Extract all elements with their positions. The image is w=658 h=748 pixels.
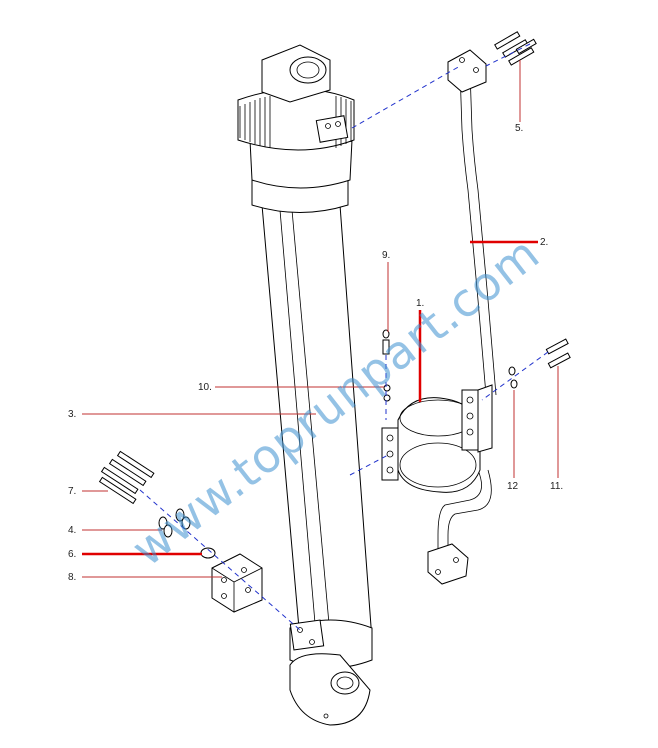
leader-lines	[82, 60, 559, 578]
callout-3: 3.	[68, 409, 76, 420]
bolts-part-7	[98, 450, 155, 505]
washers-part-4	[158, 508, 191, 538]
clamp	[381, 384, 493, 493]
callout-6: 6.	[68, 549, 76, 560]
callout-8: 8.	[68, 572, 76, 583]
assembly-centerlines	[139, 43, 549, 631]
callout-1: 1.	[416, 298, 424, 309]
callout-5: 5.	[515, 123, 523, 134]
callout-2: 2.	[540, 237, 548, 248]
callout-11: 11.	[550, 481, 563, 492]
callout-10: 10.	[198, 382, 212, 393]
callout-9: 9.	[382, 250, 390, 261]
callout-7: 7.	[68, 486, 76, 497]
pipe-assembly	[427, 49, 497, 585]
callout-4: 4.	[68, 525, 76, 536]
hydraulic-cylinder	[237, 44, 373, 726]
bolts-part-11	[545, 338, 571, 369]
bolts-part-5	[494, 31, 537, 66]
callout-12: 12	[507, 481, 519, 492]
washers-part-12	[508, 366, 518, 389]
flange-block-part-8	[211, 553, 263, 613]
